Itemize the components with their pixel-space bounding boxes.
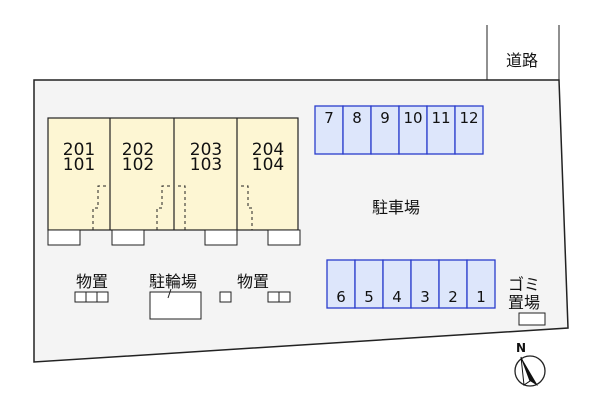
- storage-box: [278, 291, 291, 303]
- storage-box: [96, 291, 109, 303]
- garbage-label-line1: ゴミ: [508, 275, 540, 294]
- parking-number: 3: [420, 288, 430, 306]
- parking-number: 9: [380, 109, 390, 127]
- parking-number: 10: [403, 109, 422, 127]
- road-label: 道路: [506, 51, 538, 70]
- garbage-label-line2: 置場: [508, 293, 540, 312]
- entrance-dashed-outline: [92, 185, 106, 230]
- parking-space: [426, 105, 456, 155]
- parking-lot-label: 駐車場: [372, 198, 420, 217]
- outdoor-unit: [111, 229, 145, 246]
- storage-box: [219, 291, 232, 303]
- parking-row-bottom: 6 5 4 3 2 1: [326, 259, 496, 309]
- parking-space: [438, 259, 468, 309]
- unit-upper-label: 203: [190, 140, 222, 160]
- unit-lower-label: 101: [63, 155, 95, 175]
- parking-number: 7: [324, 109, 334, 127]
- unit-upper-label: 204: [252, 140, 284, 160]
- north-label: N: [516, 341, 526, 355]
- storage-box: [267, 291, 280, 303]
- storage-left: [74, 291, 109, 303]
- parking-number: 6: [336, 288, 346, 306]
- unit-lower-label: 103: [190, 155, 222, 175]
- entrance-dashed-outline: [178, 185, 186, 230]
- outdoor-unit: [204, 229, 238, 246]
- storage-box: [74, 291, 87, 303]
- parking-space: [354, 259, 384, 309]
- storage-box: [85, 291, 98, 303]
- storage-left-label: 物置: [76, 272, 108, 291]
- outdoor-unit: [47, 229, 81, 246]
- apartment-building: 201 101 202 102 203 103 204 104: [47, 117, 299, 231]
- parking-space: [398, 105, 428, 155]
- unit-upper-label: 202: [122, 140, 154, 160]
- parking-space: [410, 259, 440, 309]
- outdoor-unit: [267, 229, 301, 246]
- parking-row-top: 7 8 9 10 11 12: [314, 105, 484, 155]
- compass-needle-dark: [521, 357, 538, 386]
- parking-space: [382, 259, 412, 309]
- entrance-dashed-outline: [156, 185, 170, 230]
- building-outline: [47, 117, 299, 231]
- unit-lower-label: 104: [252, 155, 284, 175]
- north-arrow-icon: N: [514, 341, 546, 387]
- bike-parking-pointer: [167, 288, 172, 299]
- parking-number: 2: [448, 288, 458, 306]
- bike-parking-area: [149, 291, 202, 320]
- bike-parking-label: 駐輪場: [149, 272, 197, 291]
- parking-space: [466, 259, 496, 309]
- parking-space: [454, 105, 484, 155]
- parking-number: 12: [459, 109, 478, 127]
- garbage-area: [518, 312, 546, 326]
- parking-number: 4: [392, 288, 402, 306]
- compass-needle-light: [520, 356, 531, 386]
- parking-number: 8: [352, 109, 362, 127]
- parking-number: 11: [431, 109, 450, 127]
- parking-number: 5: [364, 288, 374, 306]
- parking-number: 1: [476, 288, 486, 306]
- unit-lower-label: 102: [122, 155, 154, 175]
- storage-right-label: 物置: [237, 272, 269, 291]
- parking-space: [370, 105, 400, 155]
- unit-upper-label: 201: [63, 140, 95, 160]
